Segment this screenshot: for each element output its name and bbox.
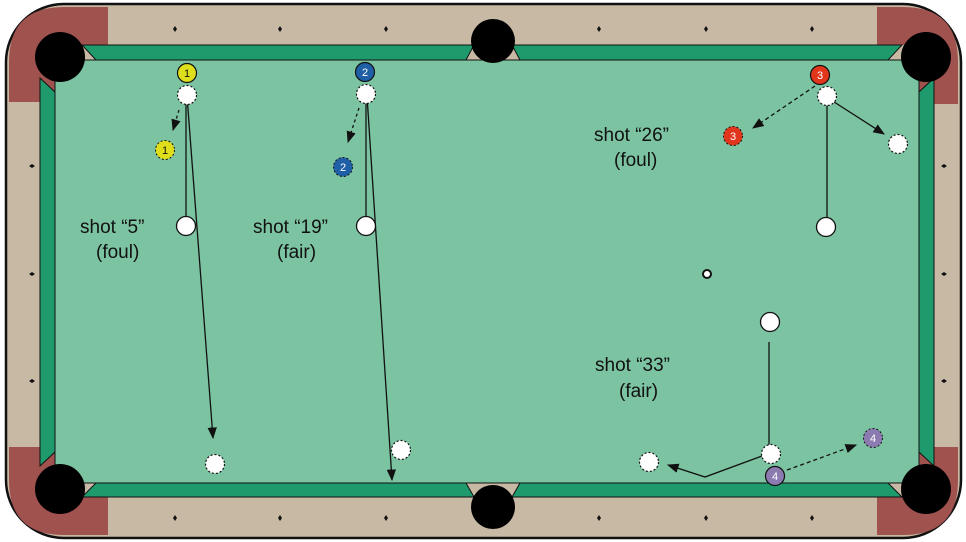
ball-4-ghost-number: 4 xyxy=(870,433,876,445)
cushion-top-left xyxy=(82,45,474,60)
cue-ball-ghost xyxy=(818,87,837,106)
cushion-left xyxy=(40,78,55,466)
cue-ball xyxy=(761,313,780,332)
ball-1-start-number: 1 xyxy=(184,68,190,80)
cue-ball-ghost xyxy=(206,455,225,474)
table-felt xyxy=(55,60,919,483)
pocket-icon xyxy=(35,32,85,82)
cue-ball-ghost xyxy=(392,441,411,460)
shot-26-label: shot “26” xyxy=(594,125,669,146)
shot-33-verdict: (fair) xyxy=(619,381,658,402)
shot-5-verdict: (foul) xyxy=(96,242,139,263)
cushion-bottom-left xyxy=(82,483,474,497)
cue-ball-ghost xyxy=(357,85,376,104)
shot-26-verdict: (foul) xyxy=(614,150,657,171)
pocket-icon xyxy=(901,32,951,82)
cushion-bottom-right xyxy=(512,483,902,497)
ball-3-ghost-number: 3 xyxy=(730,131,736,143)
shot-19-verdict: (fair) xyxy=(277,242,316,263)
shot-33-label: shot “33” xyxy=(595,355,670,376)
cue-ball-ghost xyxy=(889,135,908,154)
cue-ball xyxy=(357,217,376,236)
pocket-icon xyxy=(901,464,951,514)
cue-ball-ghost xyxy=(640,453,659,472)
shot-19-label: shot “19” xyxy=(253,217,328,238)
cushion-right xyxy=(919,78,934,466)
cue-ball xyxy=(177,217,196,236)
ball-3-start-number: 3 xyxy=(817,70,823,82)
cushion-top-right xyxy=(512,45,902,60)
pocket-icon xyxy=(471,19,515,63)
ball-2-ghost-number: 2 xyxy=(340,162,346,174)
ball-4-start-number: 4 xyxy=(772,471,778,483)
cue-ball-ghost xyxy=(762,445,781,464)
center-spot-icon xyxy=(703,270,711,278)
shot-5-label: shot “5” xyxy=(80,217,144,238)
ball-1-ghost-number: 1 xyxy=(162,145,168,157)
pocket-icon xyxy=(471,485,515,529)
pocket-icon xyxy=(35,464,85,514)
ball-2-start-number: 2 xyxy=(362,67,368,79)
cue-ball xyxy=(817,218,836,237)
cue-ball-ghost xyxy=(178,86,197,105)
